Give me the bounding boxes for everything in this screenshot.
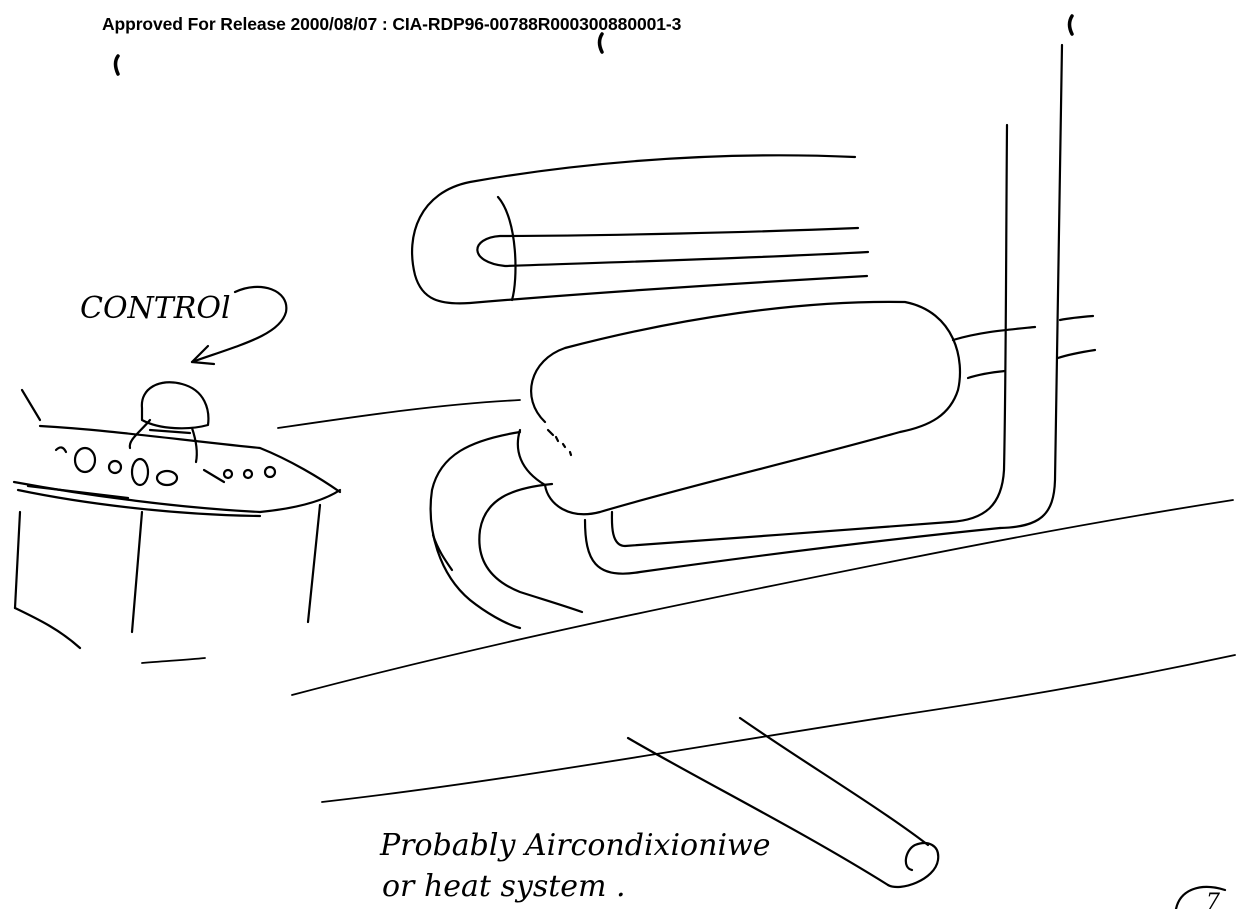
air-handler-unit <box>518 302 960 514</box>
control-label: CONTROl <box>80 291 231 326</box>
page-marker: 7 <box>1176 887 1225 909</box>
caption-line-1: Probably Aircondixioniwe <box>379 828 770 863</box>
page-marker-number: 7 <box>1206 890 1220 909</box>
caption-line-2: or heat system . <box>382 869 626 904</box>
lower-duct-bend <box>431 432 582 628</box>
operator-figure <box>130 382 209 462</box>
right-pipes <box>953 316 1095 378</box>
binder-marks <box>116 16 1073 74</box>
floor-lines <box>142 400 1235 802</box>
vertical-duct <box>585 45 1062 574</box>
upper-duct-loop <box>412 155 868 303</box>
